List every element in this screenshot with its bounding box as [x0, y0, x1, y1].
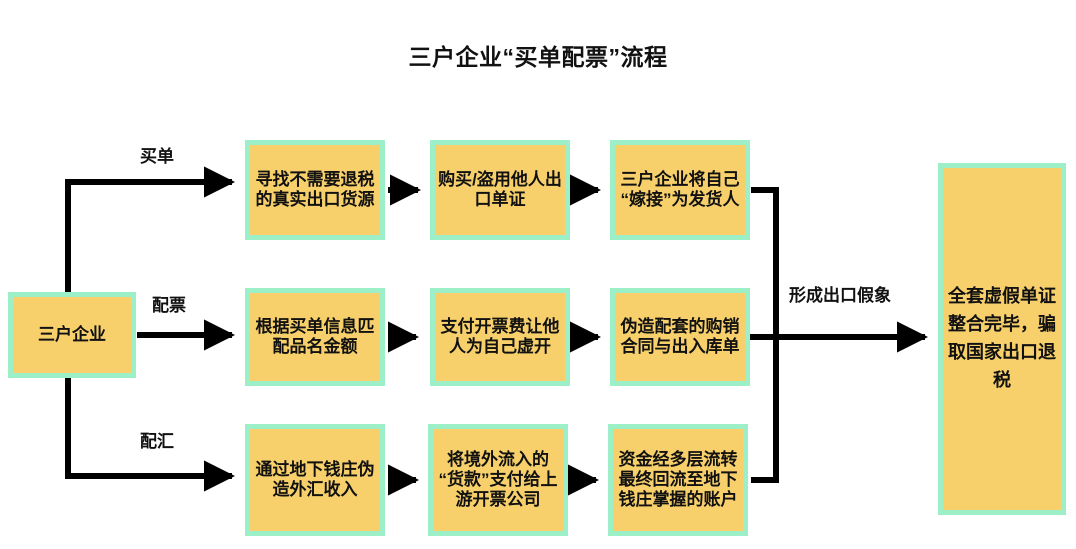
node-row2-step2[interactable]: 支付开票费让他人为自己虚开 [430, 288, 570, 386]
node-row1-step3[interactable]: 三户企业将自己“嫁接”为发货人 [610, 140, 750, 240]
node-row2-step2-label: 支付开票费让他人为自己虚开 [440, 316, 560, 356]
node-row2-step3[interactable]: 伪造配套的购销合同与出入库单 [610, 288, 750, 386]
node-end[interactable]: 全套虚假单证整合完毕，骗取国家出口退税 [938, 163, 1066, 515]
node-start-label: 三户企业 [38, 324, 106, 344]
node-row3-step2[interactable]: 将境外流入的“货款”支付给上游开票公司 [428, 424, 568, 536]
node-row3-step1[interactable]: 通过地下钱庄伪造外汇收入 [245, 424, 385, 536]
node-row1-step1[interactable]: 寻找不需要退税的真实出口货源 [245, 140, 385, 240]
edge-label-row3: 配汇 [140, 432, 174, 451]
node-row3-step3[interactable]: 资金经多层流转最终回流至地下钱庄掌握的账户 [608, 424, 748, 536]
node-row2-step1[interactable]: 根据买单信息匹配品名金额 [245, 288, 385, 386]
node-row1-step3-label: 三户企业将自己“嫁接”为发货人 [620, 169, 740, 209]
node-row1-step2[interactable]: 购买/盗用他人出口单证 [430, 140, 570, 240]
node-row1-step1-label: 寻找不需要退税的真实出口货源 [255, 169, 375, 209]
node-row2-step1-label: 根据买单信息匹配品名金额 [255, 316, 375, 356]
edge-start-to-row1 [65, 166, 236, 292]
page-title: 三户企业“买单配票”流程 [408, 44, 668, 70]
edge-label-row2: 配票 [152, 296, 186, 315]
node-row3-step2-label: 将境外流入的“货款”支付给上游开票公司 [438, 449, 558, 510]
node-row2-step3-label: 伪造配套的购销合同与出入库单 [620, 316, 740, 356]
node-end-label: 全套虚假单证整合完毕，骗取国家出口退税 [948, 286, 1056, 390]
node-row1-step2-label: 购买/盗用他人出口单证 [438, 169, 562, 209]
edge-merge-bracket [751, 187, 779, 483]
node-row3-step1-label: 通过地下钱庄伪造外汇收入 [255, 459, 375, 499]
edge-label-row1: 买单 [140, 147, 174, 166]
node-row3-step3-label: 资金经多层流转最终回流至地下钱庄掌握的账户 [618, 449, 738, 510]
node-start[interactable]: 三户企业 [8, 292, 136, 378]
edge-label-merge: 形成出口假象 [789, 286, 891, 305]
